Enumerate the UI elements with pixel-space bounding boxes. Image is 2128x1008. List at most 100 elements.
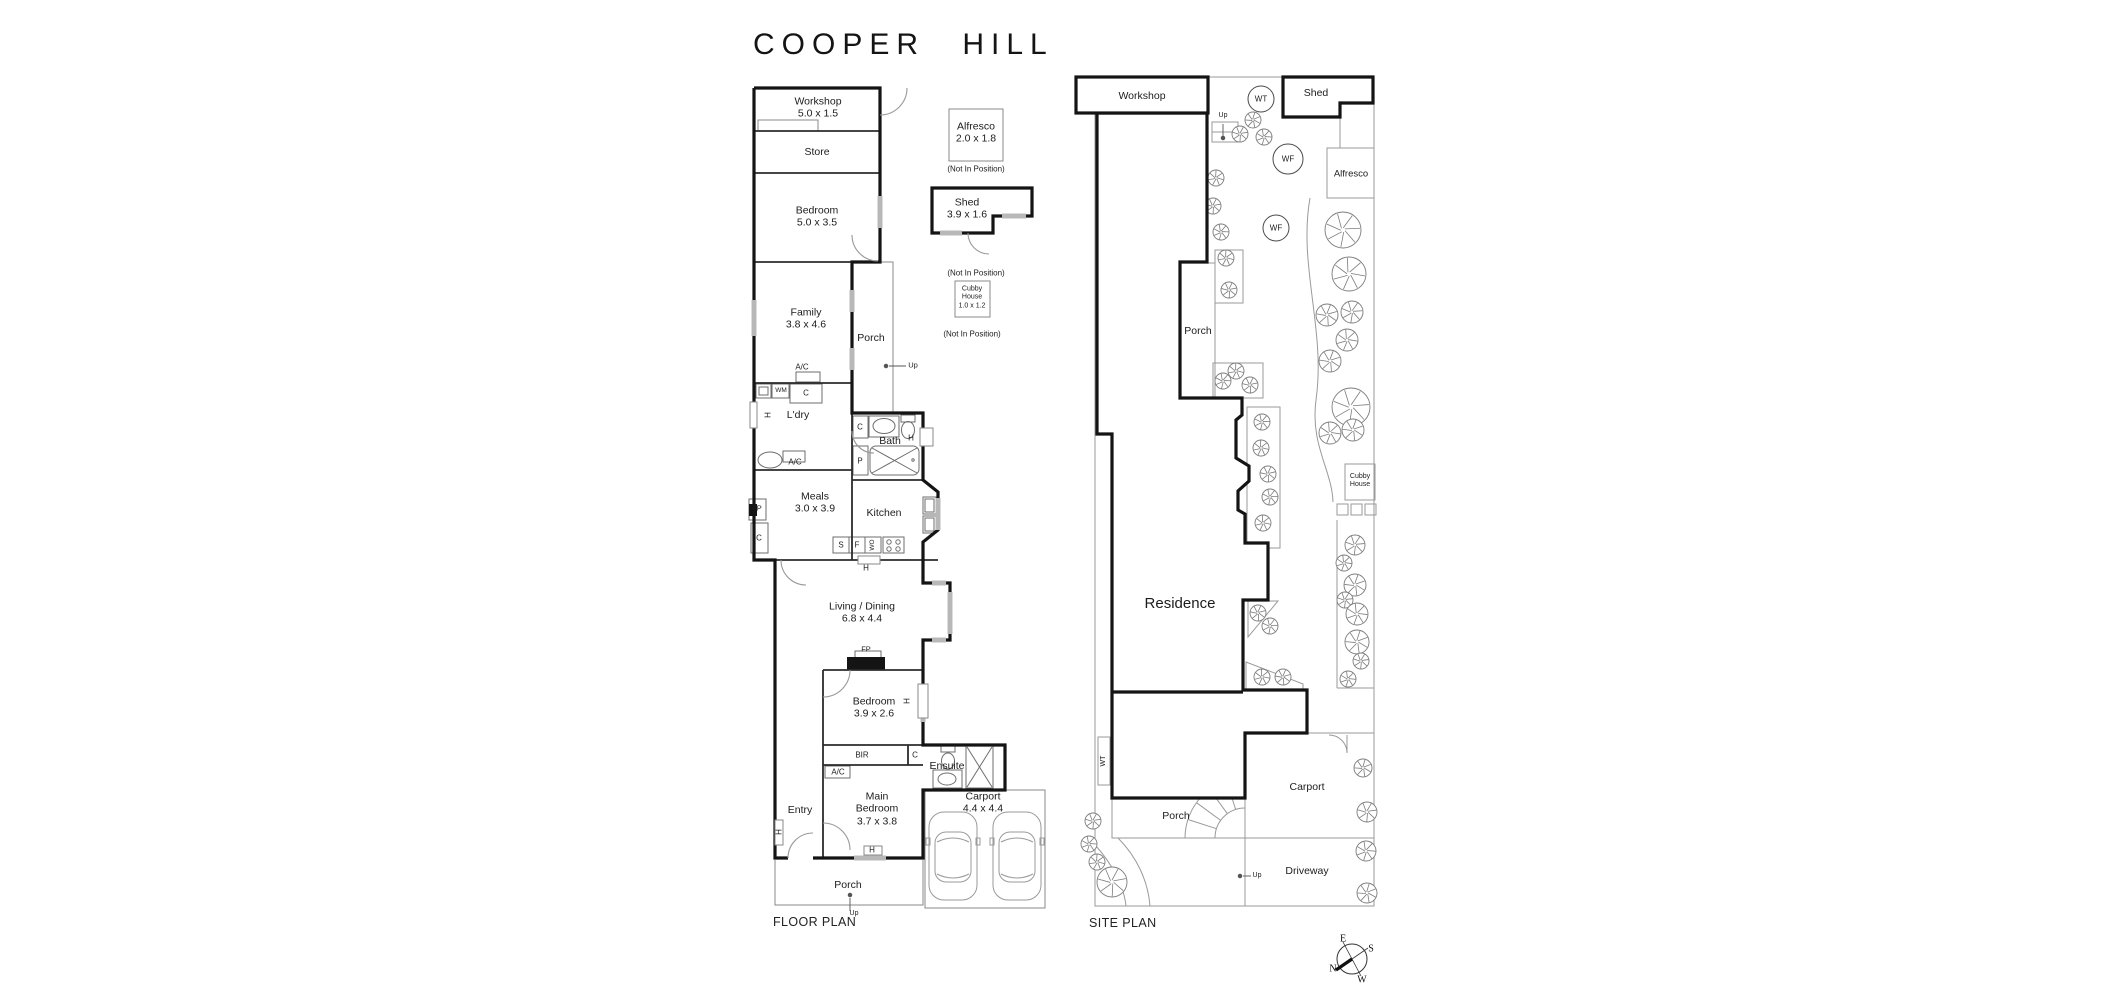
tree-icon — [1356, 801, 1378, 823]
tree-icon — [1353, 758, 1373, 778]
door-arc-icon — [1328, 734, 1348, 754]
tree-icon — [1084, 812, 1102, 830]
tree-icon — [1356, 882, 1378, 904]
tree-icon — [1318, 349, 1342, 373]
tree-icon — [1253, 668, 1271, 686]
up-arrow-icons — [847, 363, 906, 911]
tree-icon — [1253, 413, 1271, 431]
water-tank-icon — [1247, 85, 1275, 113]
site-wt-box — [1097, 736, 1111, 786]
basin-icon — [937, 772, 957, 786]
fireplace-icon — [847, 657, 885, 670]
steps-icon — [1214, 807, 1246, 839]
washing-machine-icon — [771, 383, 790, 399]
bathtub-icon — [869, 445, 920, 476]
water-feature-icon — [1262, 214, 1290, 242]
water-feature-icon — [1272, 143, 1304, 175]
toilet-icon — [901, 421, 915, 439]
compass-south-label: S — [1368, 943, 1374, 955]
tree-icon — [1096, 866, 1128, 898]
tree-icon — [1227, 362, 1245, 380]
wall-oven-icon — [864, 536, 882, 554]
site-up-arrows — [1220, 124, 1251, 879]
tree-icon — [1343, 573, 1367, 597]
tree-icon — [1231, 125, 1249, 143]
tree-icon — [1340, 300, 1364, 324]
site-boundary — [1094, 76, 1375, 907]
tree-icon — [1355, 840, 1377, 862]
floor-plan-wall-boxes — [749, 401, 934, 856]
sink-icon — [832, 536, 850, 554]
door-arc-icons — [780, 87, 990, 859]
tree-icon — [1244, 111, 1262, 129]
ac-unit-icon — [795, 371, 821, 383]
site-driveway-box — [1244, 837, 1375, 907]
ac-unit-icon — [824, 765, 851, 779]
tree-icon — [1274, 668, 1292, 686]
car-icon — [989, 811, 1045, 901]
tree-icons — [1080, 111, 1378, 904]
floor-plan — [748, 86, 1046, 911]
site-carport-box — [1244, 732, 1375, 839]
tree-icon — [1336, 591, 1354, 609]
tree-icon — [1254, 514, 1272, 532]
tree-icon — [1212, 223, 1230, 241]
floor-plan-walls — [752, 86, 1034, 860]
tree-icon — [1241, 376, 1259, 394]
site-alfresco-box — [1326, 147, 1375, 199]
tree-icon — [1088, 853, 1106, 871]
tree-icon — [1255, 128, 1273, 146]
floor-plan-dividers — [754, 130, 938, 858]
tree-icon — [1339, 670, 1357, 688]
page-title: COOPER HILL — [753, 28, 1054, 61]
tree-icon — [1261, 617, 1279, 635]
site-shed-box — [1281, 75, 1375, 119]
site-water-features — [1247, 85, 1304, 242]
detached-cubby-box — [954, 280, 991, 318]
site-cubby-box — [1344, 463, 1376, 501]
tree-icon — [1352, 652, 1370, 670]
tree-icon — [1252, 439, 1270, 457]
basin-icon — [872, 418, 896, 434]
detached-alfresco-box — [948, 108, 1004, 162]
site-workshop-box — [1074, 75, 1210, 115]
cooktop-icon — [882, 536, 905, 554]
tree-icon — [1318, 421, 1342, 445]
tree-icon — [1249, 604, 1267, 622]
car-icons — [925, 811, 1045, 901]
tree-icon — [1080, 835, 1098, 853]
tree-icon — [1207, 169, 1225, 187]
tree-icon — [1217, 249, 1235, 267]
floor-plan-fixtures — [748, 371, 994, 789]
compass-east-label: E — [1339, 933, 1347, 945]
site-residence-walls — [1095, 111, 1309, 800]
compass-north-label: N — [1329, 963, 1337, 975]
compass-west-label: W — [1357, 974, 1367, 986]
tree-icon — [1220, 281, 1238, 299]
tree-icon — [1261, 488, 1279, 506]
tree-icon — [1259, 465, 1277, 483]
detached-shed-walls — [930, 186, 1034, 235]
compass-icon — [1335, 941, 1369, 977]
floor-plan-thin-lines — [757, 108, 1046, 909]
tree-icon — [1214, 372, 1232, 390]
tree-icon — [1315, 303, 1339, 327]
tree-icon — [1324, 211, 1362, 249]
site-plan — [1074, 75, 1378, 907]
tree-icon — [1335, 328, 1359, 352]
site-buildings — [1074, 75, 1375, 119]
tree-icon — [1345, 602, 1369, 626]
site-porch-1-box — [1180, 262, 1216, 399]
site-plan-caption: SITE PLAN — [1089, 916, 1157, 930]
tree-icon — [1341, 418, 1365, 442]
toilet-icon — [941, 752, 955, 770]
tree-icon — [1331, 256, 1367, 292]
laundry-trough-icon — [757, 451, 783, 469]
tree-icon — [1344, 534, 1366, 556]
tree-icon — [1335, 554, 1353, 572]
site-porch-2-box — [1111, 797, 1246, 839]
floor-plan-caption: FLOOR PLAN — [773, 915, 857, 929]
tree-icon — [1344, 629, 1370, 655]
